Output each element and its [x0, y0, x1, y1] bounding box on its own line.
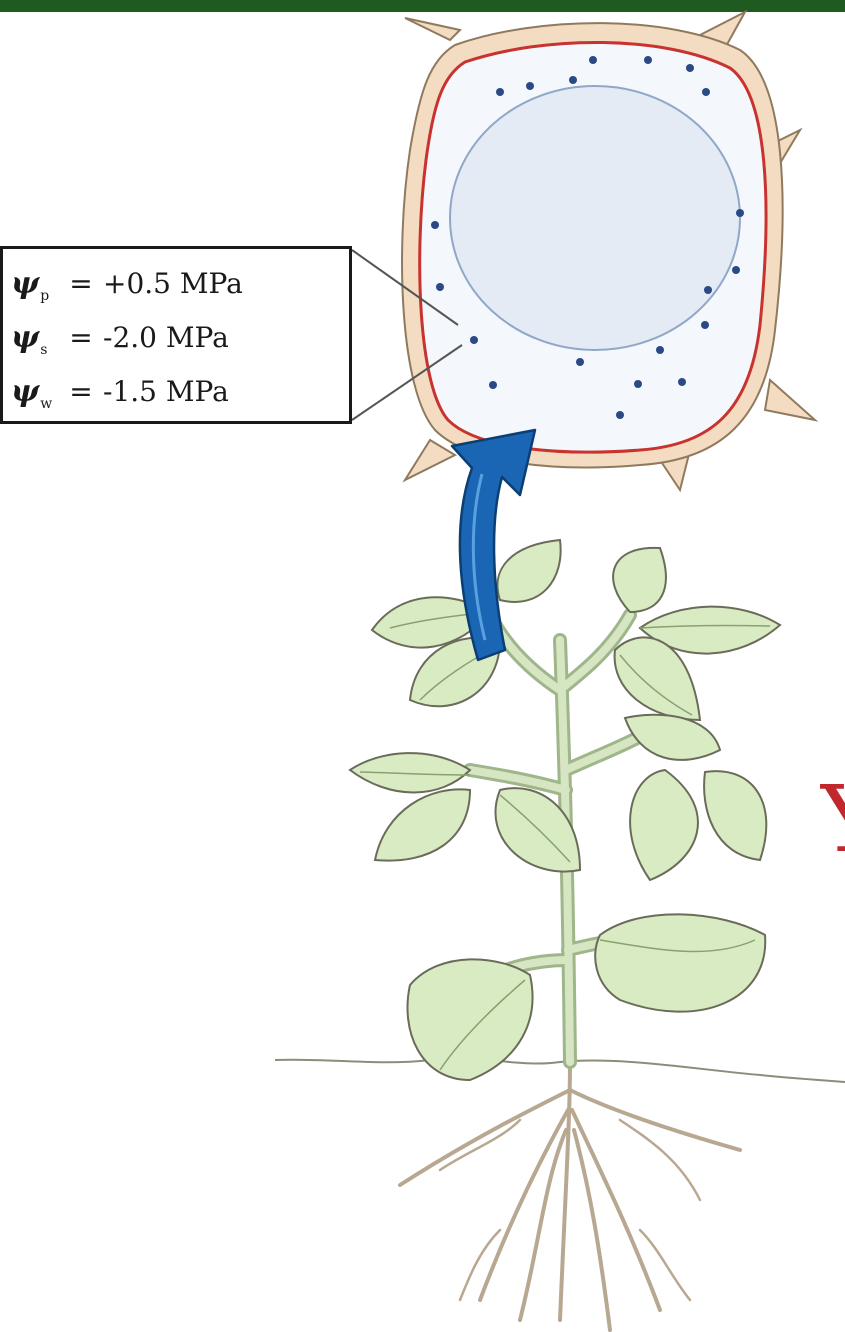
plant-cell: [402, 12, 815, 490]
leaf: [704, 771, 766, 860]
subscript: w: [40, 396, 52, 412]
leaf: [630, 770, 698, 880]
psi-symbol: ψ: [11, 266, 39, 301]
solute-potential-value: -2.0 MPa: [103, 311, 229, 365]
leaf: [375, 789, 470, 860]
soil-line: [275, 1058, 845, 1082]
leaf: [613, 548, 666, 612]
water-potential-label-box: ψp = +0.5 MPa ψs = -2.0 MPa ψw = -1.5 MP…: [0, 246, 352, 424]
equals-sign: =: [59, 365, 103, 419]
leaf: [498, 540, 561, 602]
subscript: p: [40, 288, 49, 304]
water-potential-value: -1.5 MPa: [103, 365, 229, 419]
water-potential-row: ψw = -1.5 MPa: [11, 365, 349, 419]
pressure-potential-value: +0.5 MPa: [103, 257, 243, 311]
leaf: [625, 715, 720, 760]
pressure-potential-row: ψp = +0.5 MPa: [11, 257, 349, 311]
roots: [400, 1062, 740, 1330]
cropped-red-glyph: Y: [820, 775, 845, 865]
equals-sign: =: [59, 311, 103, 365]
equals-sign: =: [59, 257, 103, 311]
leaf: [595, 914, 765, 1011]
solute-potential-row: ψs = -2.0 MPa: [11, 311, 349, 365]
psi-symbol: ψ: [11, 374, 39, 409]
psi-symbol: ψ: [11, 320, 39, 355]
subscript: s: [40, 342, 47, 358]
